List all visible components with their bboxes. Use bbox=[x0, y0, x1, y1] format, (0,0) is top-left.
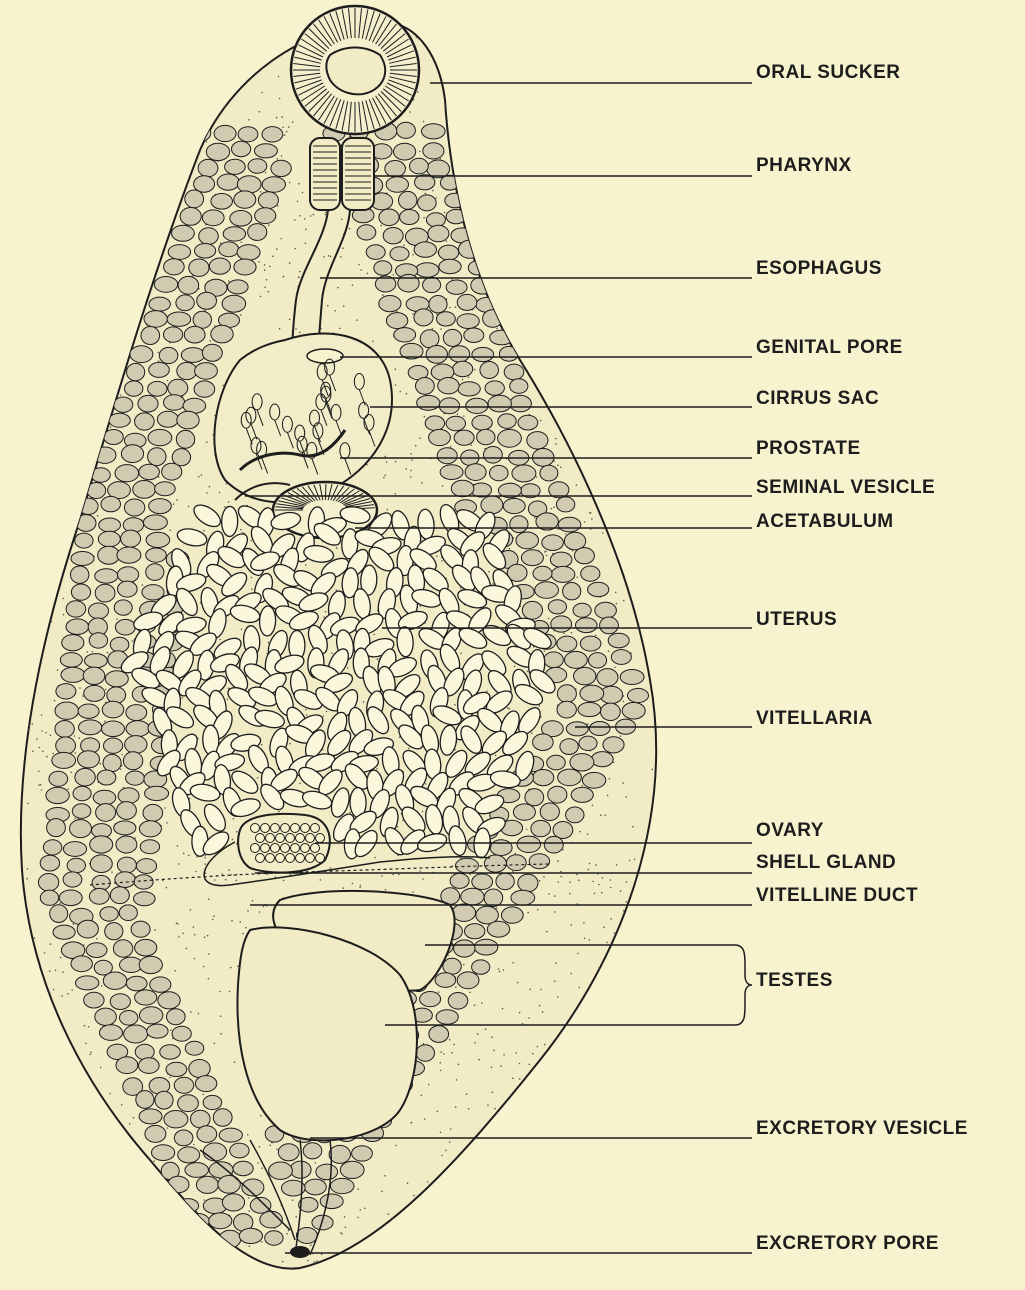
label-shell-gland: SHELL GLAND bbox=[756, 852, 896, 874]
label-vitellaria: VITELLARIA bbox=[756, 708, 873, 730]
label-excretory-vesicle: EXCRETORY VESICLE bbox=[756, 1118, 968, 1140]
oral-sucker-shape bbox=[291, 6, 419, 134]
label-testes: TESTES bbox=[756, 970, 833, 992]
label-oral-sucker: ORAL SUCKER bbox=[756, 62, 901, 84]
label-seminal-vesicle: SEMINAL VESICLE bbox=[756, 477, 935, 499]
label-acetabulum: ACETABULUM bbox=[756, 511, 894, 533]
testes-bracket bbox=[735, 945, 752, 1025]
label-vitelline-duct: VITELLINE DUCT bbox=[756, 885, 918, 907]
label-cirrus-sac: CIRRUS SAC bbox=[756, 388, 879, 410]
excretory-pore-shape bbox=[290, 1246, 310, 1258]
label-esophagus: ESOPHAGUS bbox=[756, 258, 882, 280]
label-ovary: OVARY bbox=[756, 820, 824, 842]
label-pharynx: PHARYNX bbox=[756, 155, 852, 177]
label-genital-pore: GENITAL PORE bbox=[756, 337, 903, 359]
label-excretory-pore: EXCRETORY PORE bbox=[756, 1233, 939, 1255]
label-prostate: PROSTATE bbox=[756, 438, 861, 460]
pharynx-shape bbox=[310, 138, 374, 210]
label-uterus: UTERUS bbox=[756, 609, 837, 631]
